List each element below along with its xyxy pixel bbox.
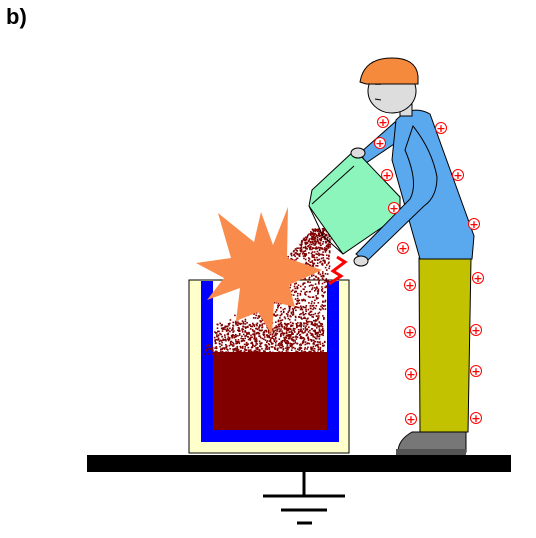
arm-lower [355,124,438,263]
panel-label: b) [6,4,27,29]
worker [308,57,475,455]
positive-charge-icon: + [452,169,464,182]
positive-charge-icon: + [470,412,482,425]
powder-fill [213,352,327,430]
positive-charge-icon: + [470,324,482,337]
face-mouth [374,98,382,101]
svg-text:+: + [469,218,478,231]
svg-text:+: + [375,137,384,150]
svg-text:+: + [471,324,480,337]
svg-text:+: + [473,272,482,285]
svg-text:+: + [378,116,387,129]
positive-charge-icon: + [404,279,416,292]
positive-charge-icon: + [404,326,416,339]
positive-charge-icon: + [381,169,393,182]
positive-charge-icon: + [435,122,447,135]
bag-seam [311,165,355,205]
shoe-sole [396,449,466,455]
svg-text:+: + [398,242,407,255]
positive-charge-icon: + [397,242,409,255]
bag-spout [308,205,344,255]
hand-lower [353,255,369,267]
spark-icon [328,255,348,286]
svg-text:+: + [405,279,414,292]
trousers [418,257,472,433]
earth-ground-icon [263,472,345,525]
positive-charge-icon: + [405,413,417,426]
svg-text:+: + [406,413,415,426]
svg-text:+: + [389,202,398,215]
positive-charge-icon: + [377,116,389,129]
ground-plate [87,455,511,472]
svg-text:+: + [436,122,445,135]
svg-text:+: + [471,365,480,378]
static-charges: + + + + + + + + + + + + + + + + [374,116,484,426]
svg-text:+: + [405,326,414,339]
positive-charge-icon: + [374,137,386,150]
svg-text:+: + [382,169,391,182]
svg-text:+: + [471,412,480,425]
explosion-burst [196,207,322,335]
positive-charge-icon: + [388,202,400,215]
positive-charge-icon: + [468,218,480,231]
positive-charge-icon: + [470,365,482,378]
svg-text:+: + [453,169,462,182]
hard-hat-icon [359,57,419,85]
svg-text:+: + [406,368,415,381]
positive-charge-icon: + [405,368,417,381]
hand-upper [350,147,366,159]
positive-charge-icon: + [472,272,484,285]
